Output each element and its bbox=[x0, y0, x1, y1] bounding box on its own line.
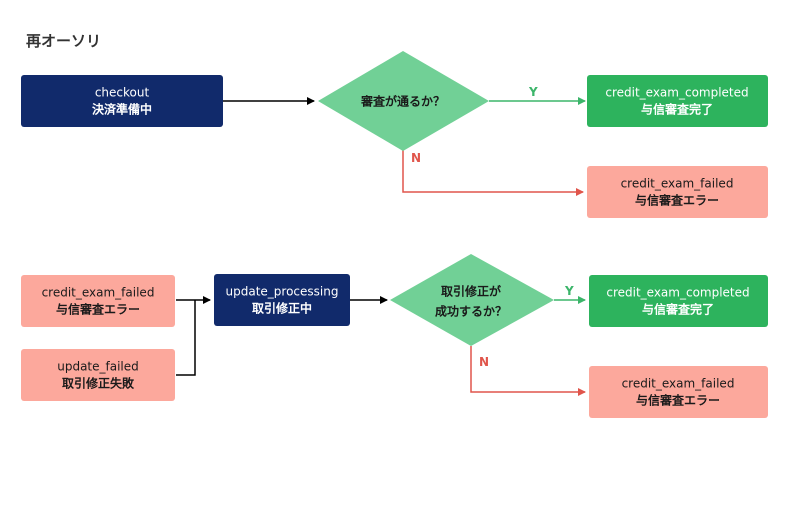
state-label: 与信審査エラー bbox=[635, 193, 719, 208]
state-update-failed: update_failed 取引修正失敗 bbox=[21, 349, 175, 401]
state-name: credit_exam_completed bbox=[605, 86, 748, 100]
state-name: credit_exam_failed bbox=[42, 286, 155, 300]
flow1: Y N checkout 決済準備中 審査が通るか？ credit_exam_c… bbox=[21, 51, 768, 218]
no-label: N bbox=[411, 151, 421, 165]
state-label: 決済準備中 bbox=[92, 102, 152, 117]
state-checkout: checkout 決済準備中 bbox=[21, 75, 223, 127]
decision-exam-pass: 審査が通るか？ bbox=[318, 51, 489, 151]
state-label: 与信審査完了 bbox=[641, 102, 713, 117]
state-label: 与信審査完了 bbox=[642, 302, 714, 317]
decision-label-line1: 取引修正が bbox=[441, 284, 501, 299]
state-name: credit_exam_completed bbox=[606, 286, 749, 300]
state-name: credit_exam_failed bbox=[622, 377, 735, 391]
state-name: checkout bbox=[95, 86, 150, 100]
page-title: 再オーソリ bbox=[26, 32, 102, 50]
edge-no-to-failed bbox=[470, 346, 586, 396]
flow2: Y N credit_exam_failed 与信審査エラー update_fa… bbox=[21, 254, 768, 418]
decision-label: 審査が通るか？ bbox=[360, 94, 445, 109]
state-name: credit_exam_failed bbox=[621, 177, 734, 191]
edge-no-to-failed bbox=[402, 143, 584, 196]
state-name: update_failed bbox=[57, 360, 139, 374]
state-label: 与信審査エラー bbox=[56, 302, 140, 317]
yes-label: Y bbox=[564, 284, 574, 298]
edge-update-failed-to-processing bbox=[176, 300, 196, 376]
decision-update-success: 取引修正が 成功するか？ bbox=[390, 254, 554, 346]
state-credit-exam-failed: credit_exam_failed 与信審査エラー bbox=[589, 366, 768, 418]
state-credit-exam-completed: credit_exam_completed 与信審査完了 bbox=[589, 275, 768, 327]
yes-label: Y bbox=[528, 85, 538, 99]
state-credit-exam-failed-input: credit_exam_failed 与信審査エラー bbox=[21, 275, 175, 327]
state-credit-exam-failed: credit_exam_failed 与信審査エラー bbox=[587, 166, 768, 218]
state-credit-exam-completed: credit_exam_completed 与信審査完了 bbox=[587, 75, 768, 127]
state-update-processing: update_processing 取引修正中 bbox=[214, 274, 350, 326]
state-label: 取引修正中 bbox=[252, 301, 312, 316]
decision-label-line2: 成功するか？ bbox=[435, 304, 507, 319]
state-label: 与信審査エラー bbox=[636, 393, 720, 408]
state-name: update_processing bbox=[226, 285, 339, 299]
no-label: N bbox=[479, 355, 489, 369]
state-label: 取引修正失敗 bbox=[62, 376, 135, 391]
